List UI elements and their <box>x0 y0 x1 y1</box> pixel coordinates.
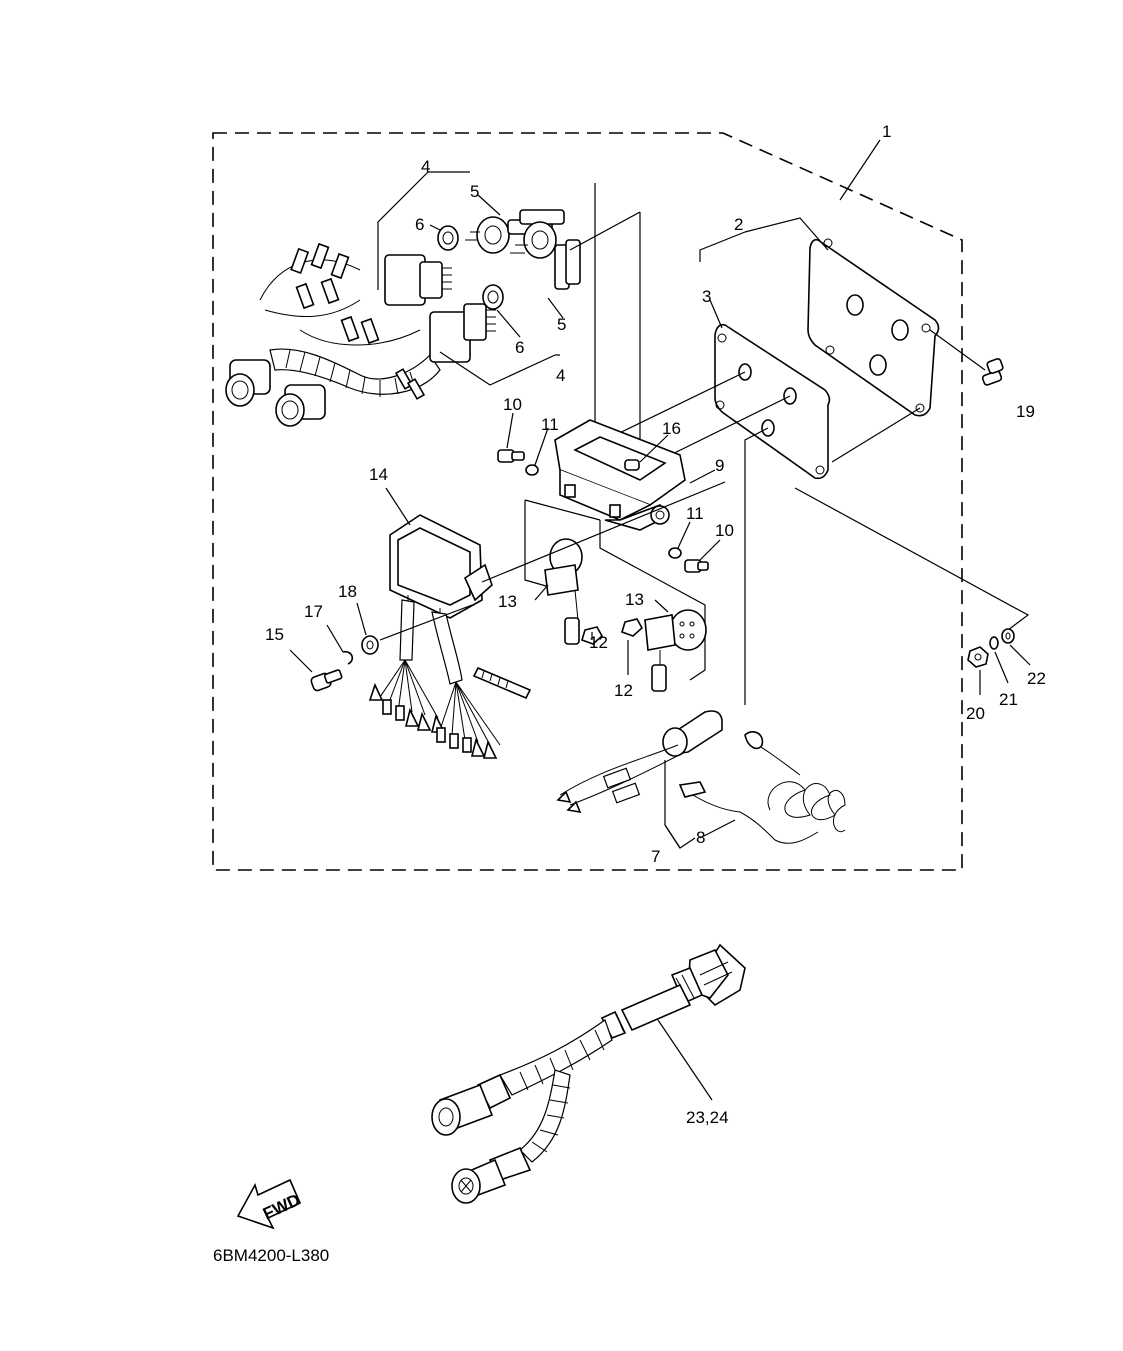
lanyard-8 <box>664 731 846 849</box>
mounting-plate <box>714 323 831 480</box>
control-unit-14 <box>368 481 726 759</box>
callout-label: 21 <box>999 690 1018 709</box>
diagram-code: 6BM4200-L380 <box>213 1246 329 1265</box>
callout-label: 2 <box>734 215 743 234</box>
nut-12-right <box>621 618 644 675</box>
callout-label: 19 <box>1016 402 1035 421</box>
connector-plug-right <box>275 384 326 427</box>
seal-ring-upper <box>437 225 459 251</box>
callout-label: 4 <box>421 157 430 176</box>
washer-11-upper <box>525 464 539 476</box>
callout-label: 15 <box>265 625 284 644</box>
extension-harness-23-24 <box>431 943 746 1204</box>
switch-body-upper <box>384 254 452 306</box>
callout-label: 12 <box>614 681 633 700</box>
screw-15 <box>289 649 343 692</box>
key-cylinder-lower <box>510 221 581 290</box>
connector-plug-left <box>225 359 271 407</box>
callout-label: 5 <box>470 182 479 201</box>
callout-labels: 1 2 3 4 4 5 5 6 6 7 8 9 10 10 11 11 12 1… <box>265 122 1046 1127</box>
fasteners-20-21-22 <box>967 628 1031 695</box>
callout-label: 1 <box>882 122 891 141</box>
buzzer-13-left <box>534 538 583 645</box>
washer-11-lower <box>668 547 682 559</box>
stop-switch-7 <box>556 710 723 849</box>
callout-label: 5 <box>557 315 566 334</box>
callout-label: 10 <box>503 395 522 414</box>
screw-10-lower <box>684 559 709 573</box>
bracket-9 <box>554 419 686 531</box>
callout-label: 14 <box>369 465 388 484</box>
cable-tie <box>472 666 532 700</box>
switch-13-right <box>644 599 707 692</box>
callout-label: 11 <box>686 504 704 523</box>
callout-label: 7 <box>651 847 660 866</box>
callout-label: 23,24 <box>686 1108 729 1127</box>
callout-label: 3 <box>702 287 711 306</box>
callout-label: 10 <box>715 521 734 540</box>
leader-lines-plates <box>604 139 1030 705</box>
callout-label: 13 <box>498 592 517 611</box>
switch-body-lower <box>429 303 496 363</box>
callout-label: 13 <box>625 590 644 609</box>
callout-label: 12 <box>589 633 608 652</box>
callout-label: 11 <box>541 415 559 434</box>
callout-label: 6 <box>415 215 424 234</box>
screw-19 <box>981 358 1004 386</box>
washer-18 <box>356 602 473 655</box>
callout-label: 6 <box>515 338 524 357</box>
callout-label: 20 <box>966 704 985 723</box>
fwd-direction-arrow: FWD <box>236 1178 303 1230</box>
seal-ring-lower <box>482 284 504 310</box>
callout-label: 16 <box>662 419 681 438</box>
harness-connector-upper <box>431 1073 512 1136</box>
gasket-plate <box>807 238 940 417</box>
callout-label: 8 <box>696 828 705 847</box>
harness-connector-lower <box>451 1146 532 1204</box>
callout-label: 17 <box>304 602 323 621</box>
callout-label: 18 <box>338 582 357 601</box>
screw-10-upper <box>497 449 525 463</box>
callout-label: 9 <box>715 456 724 475</box>
nut-12-left <box>581 626 604 645</box>
washer-17 <box>326 624 354 665</box>
main-switch-harness <box>225 209 581 427</box>
assembly-boundary <box>212 132 963 871</box>
callout-label: 22 <box>1027 669 1046 688</box>
callout-label: 4 <box>556 366 565 385</box>
